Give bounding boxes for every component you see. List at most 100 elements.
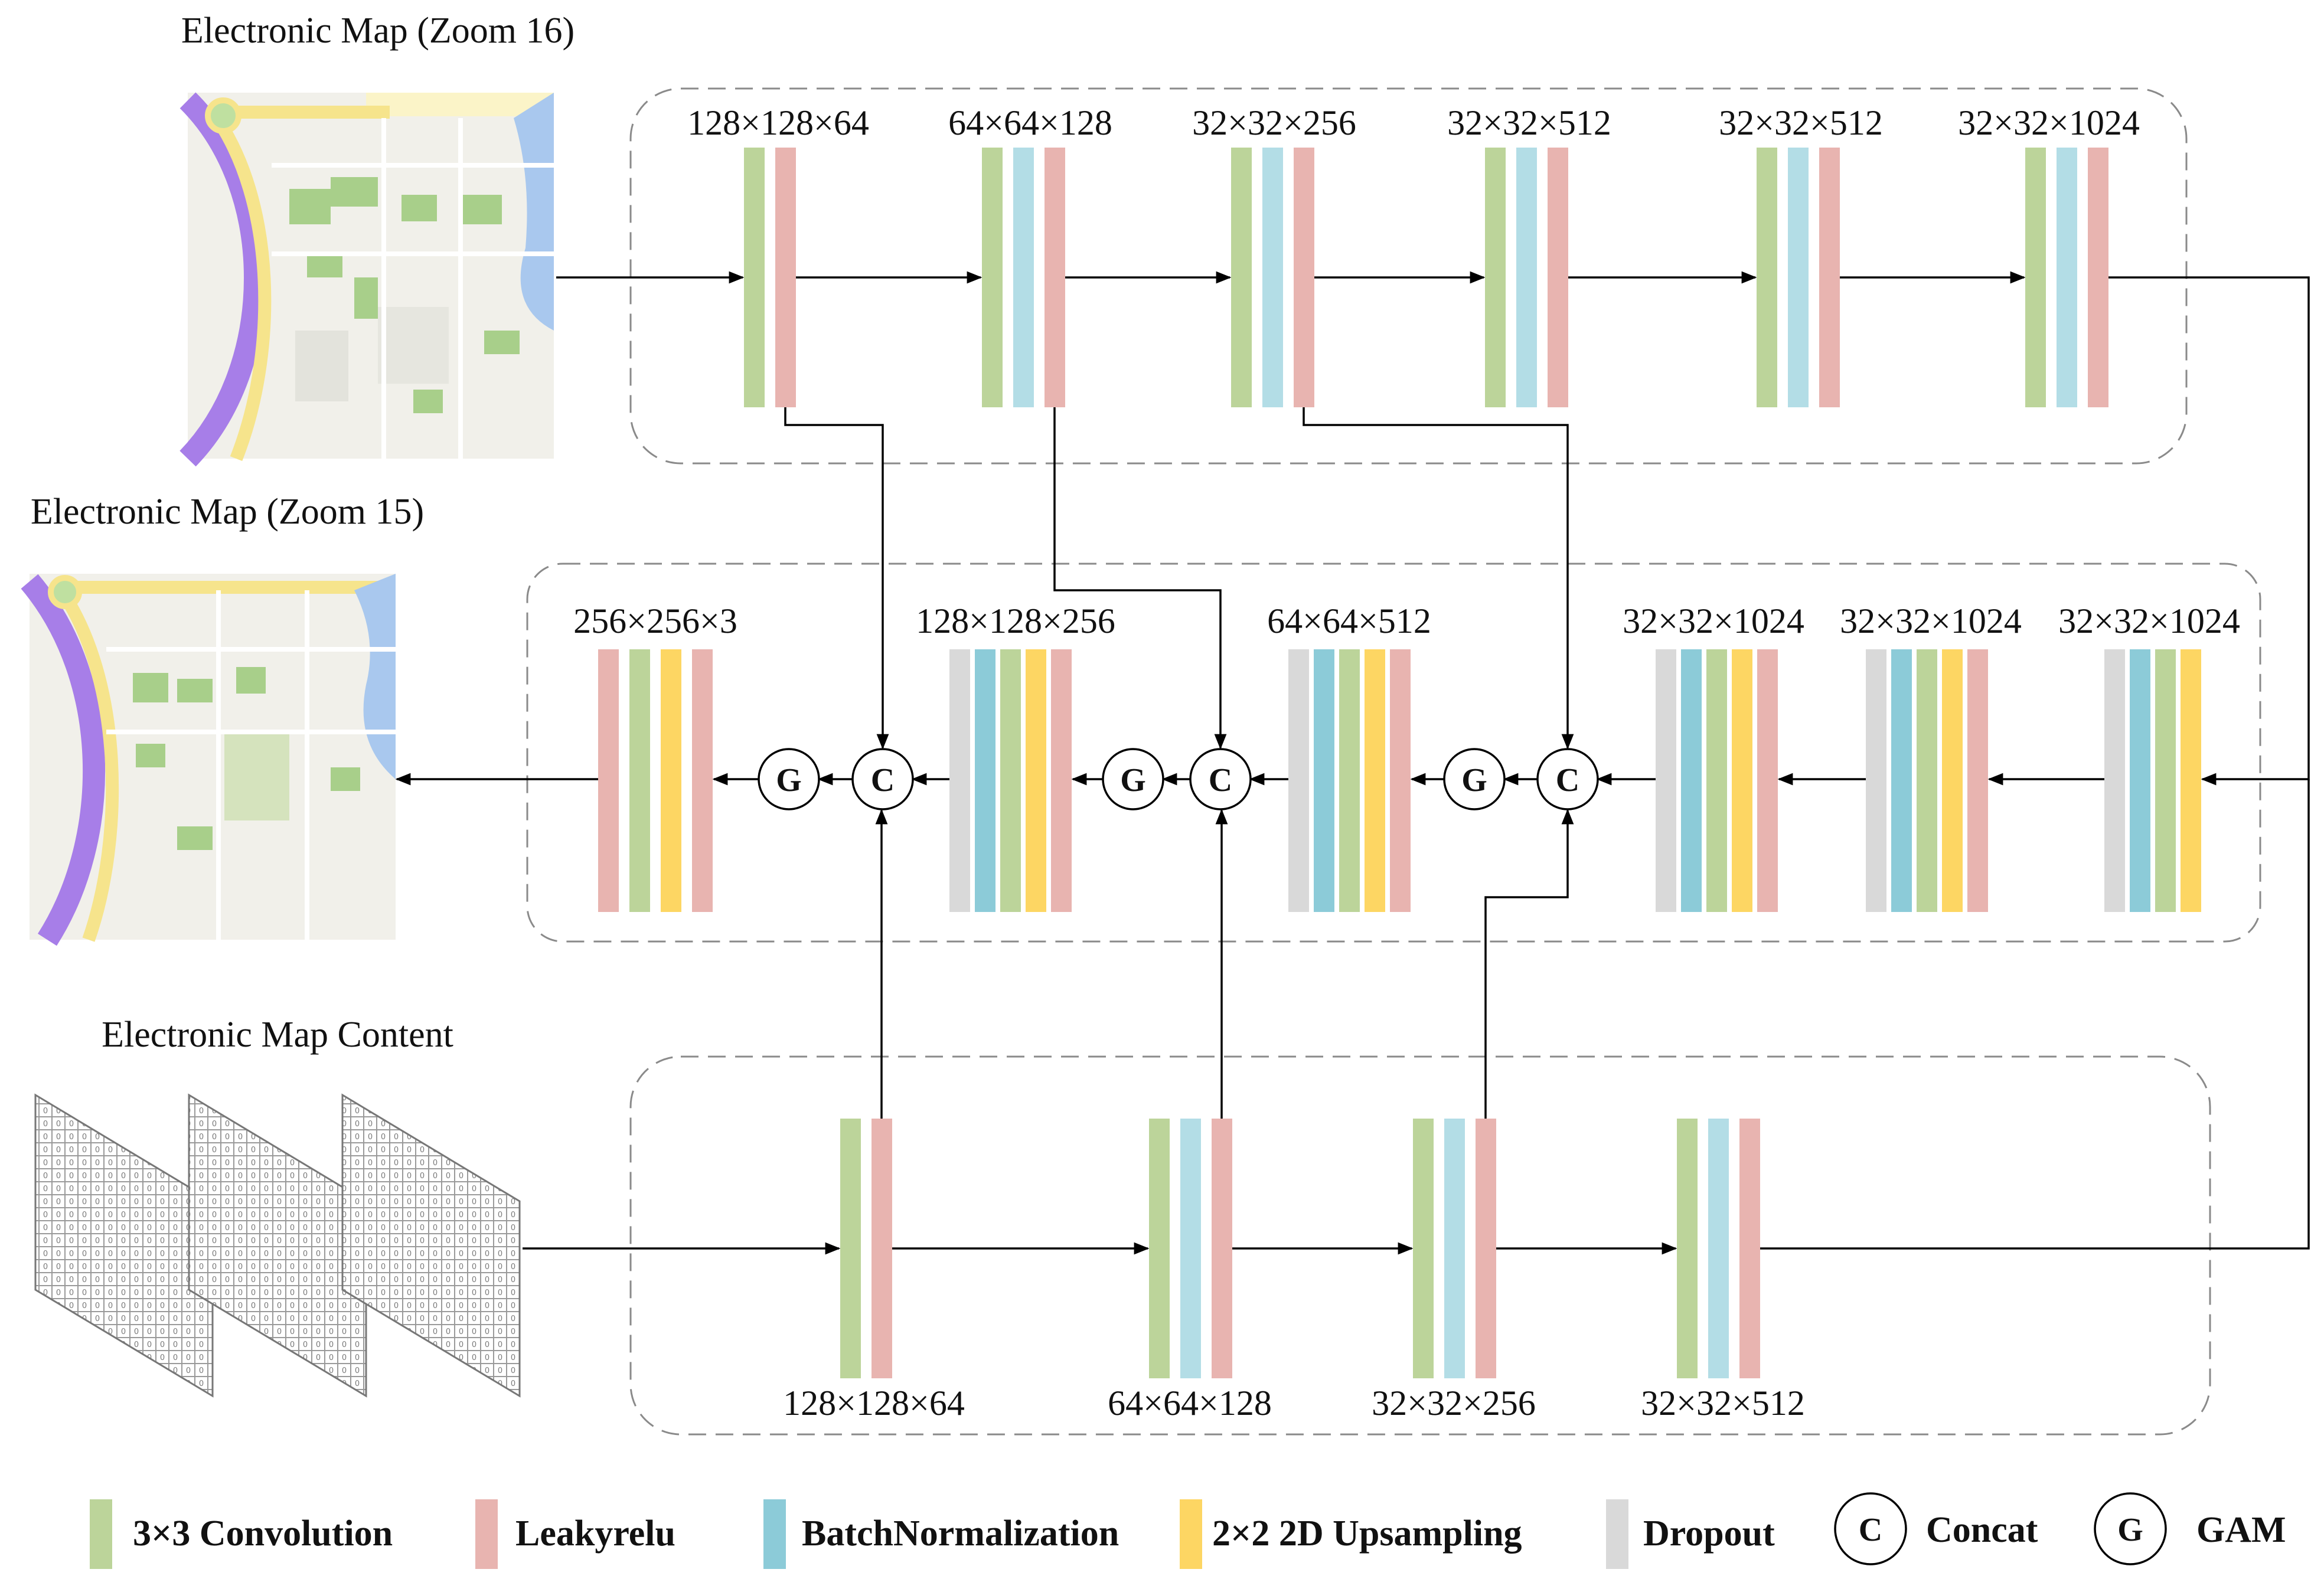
legend-item-batchnorm: BatchNormalization xyxy=(763,1499,1119,1569)
decoder-module xyxy=(526,563,2261,943)
legend-swatch-batchnorm xyxy=(763,1499,786,1569)
block-size-label: 32×32×256 xyxy=(1192,103,1356,142)
conv-layer xyxy=(1231,148,1252,407)
block-size-label: 32×32×512 xyxy=(1719,103,1883,142)
batchnorm-layer xyxy=(1013,148,1034,407)
dropout-layer xyxy=(1866,649,1886,912)
legend-swatch-conv xyxy=(90,1499,112,1569)
legend-label-batchnorm: BatchNormalization xyxy=(802,1513,1119,1554)
legend-label-upsampling: 2×2 2D Upsampling xyxy=(1212,1513,1522,1554)
legend-item-upsampling: 2×2 2D Upsampling xyxy=(1180,1499,1522,1569)
decoder-block-5: 32×32×1024 xyxy=(1840,601,2022,912)
upsampling-layer xyxy=(1732,649,1752,912)
top-encoder-block-4: 32×32×512 xyxy=(1447,103,1611,407)
conv-layer xyxy=(1149,1119,1170,1378)
leakyrelu-layer xyxy=(1045,148,1065,407)
decoder-output-block: 256×256×3 xyxy=(573,601,737,912)
output-map-zoom15-image xyxy=(21,574,396,946)
dropout-layer xyxy=(2104,649,2125,912)
leakyrelu-layer xyxy=(1294,148,1314,407)
leakyrelu-layer xyxy=(1819,148,1840,407)
decoder-block-3: 64×64×512 xyxy=(1267,601,1431,912)
block-size-label: 128×128×256 xyxy=(916,601,1115,640)
concat-node-1: C xyxy=(851,748,914,810)
conv-layer xyxy=(1757,148,1777,407)
batchnorm-layer xyxy=(1516,148,1537,407)
legend-item-concat: C Concat xyxy=(1834,1492,2038,1565)
conv-layer xyxy=(1706,649,1727,912)
legend-swatch-dropout xyxy=(1606,1499,1628,1569)
leakyrelu-layer xyxy=(1476,1119,1496,1378)
concat-letter: C xyxy=(1209,762,1232,799)
conv-layer xyxy=(1339,649,1360,912)
top-encoder-block-6: 32×32×1024 xyxy=(1958,103,2140,407)
conv-layer xyxy=(1485,148,1506,407)
upsampling-layer xyxy=(661,649,681,912)
batchnorm-layer xyxy=(1180,1119,1201,1378)
leakyrelu-layer xyxy=(1739,1119,1760,1378)
batchnorm-layer xyxy=(1708,1119,1729,1378)
block-size-label: 32×32×1024 xyxy=(1840,601,2022,640)
bottom-encoder-block-4: 32×32×512 xyxy=(1641,1119,1805,1423)
concat-letter: C xyxy=(871,762,895,799)
leakyrelu-layer xyxy=(1967,649,1988,912)
gam-letter: G xyxy=(776,762,802,799)
legend-label-concat: Concat xyxy=(1926,1510,2038,1550)
skip-connections xyxy=(784,407,1574,1119)
bottom-encoder-arrows xyxy=(523,779,2310,1255)
conv-layer xyxy=(2155,649,2176,912)
upsampling-layer xyxy=(1026,649,1046,912)
legend-label-leakyrelu: Leakyrelu xyxy=(515,1513,675,1554)
bottom-encoder-block-3: 32×32×256 xyxy=(1372,1119,1536,1423)
block-size-label: 32×32×1024 xyxy=(1958,103,2140,142)
decoder-block-2: 128×128×256 xyxy=(916,601,1115,912)
batchnorm-layer xyxy=(2057,148,2077,407)
conv-layer xyxy=(744,148,765,407)
batchnorm-layer xyxy=(1262,148,1283,407)
leakyrelu-layer xyxy=(872,1119,892,1378)
block-size-label: 128×128×64 xyxy=(687,103,869,142)
dropout-layer xyxy=(949,649,970,912)
top-encoder-block-2: 64×64×128 xyxy=(948,103,1112,407)
legend-label-gam: GAM xyxy=(2196,1510,2286,1550)
legend-swatch-leakyrelu xyxy=(475,1499,498,1569)
map-zoom16-title: Electronic Map (Zoom 16) xyxy=(181,11,575,51)
legend-concat-icon xyxy=(1834,1492,1907,1565)
conv-layer xyxy=(1917,649,1937,912)
bottom-encoder-block-2: 64×64×128 xyxy=(1108,1119,1272,1423)
batchnorm-layer xyxy=(1444,1119,1465,1378)
legend-label-conv: 3×3 Convolution xyxy=(133,1513,393,1554)
bottom-encoder-block-1: 128×128×64 xyxy=(783,1119,965,1423)
gam-node-2: G xyxy=(1102,748,1164,810)
block-size-label: 32×32×256 xyxy=(1372,1384,1536,1423)
gam-node-3: G xyxy=(1443,748,1506,810)
conv-layer xyxy=(1413,1119,1434,1378)
map-zoom15-title: Electronic Map (Zoom 15) xyxy=(31,492,424,532)
leakyrelu-layer xyxy=(692,649,713,912)
top-encoder-module xyxy=(629,87,2188,465)
legend-label-dropout: Dropout xyxy=(1643,1513,1775,1554)
leakyrelu-layer xyxy=(1051,649,1072,912)
leakyrelu-layer xyxy=(1212,1119,1232,1378)
gam-node-1: G xyxy=(758,748,820,810)
block-size-label: 64×64×128 xyxy=(1108,1384,1272,1423)
legend-item-dropout: Dropout xyxy=(1606,1499,1775,1569)
legend: 3×3 Convolution Leakyrelu BatchNormaliza… xyxy=(90,1492,2286,1569)
map-content-title: Electronic Map Content xyxy=(102,1015,453,1055)
upsampling-layer xyxy=(2181,649,2201,912)
block-size-label: 128×128×64 xyxy=(783,1384,965,1423)
conv-layer xyxy=(1000,649,1021,912)
batchnorm-layer xyxy=(1681,649,1702,912)
decoder-block-6: 32×32×1024 xyxy=(2058,601,2240,912)
top-encoder-block-5: 32×32×512 xyxy=(1719,103,1883,407)
block-size-label: 32×32×512 xyxy=(1641,1384,1805,1423)
legend-item-conv: 3×3 Convolution xyxy=(90,1499,393,1569)
dropout-layer xyxy=(1288,649,1309,912)
batchnorm-layer xyxy=(2130,649,2150,912)
conv-layer xyxy=(2025,148,2046,407)
leakyrelu-layer xyxy=(1757,649,1778,912)
bottom-encoder-module xyxy=(629,1055,2211,1436)
top-encoder-arrows xyxy=(556,271,2310,786)
leakyrelu-layer xyxy=(2088,148,2108,407)
block-size-label: 64×64×128 xyxy=(948,103,1112,142)
